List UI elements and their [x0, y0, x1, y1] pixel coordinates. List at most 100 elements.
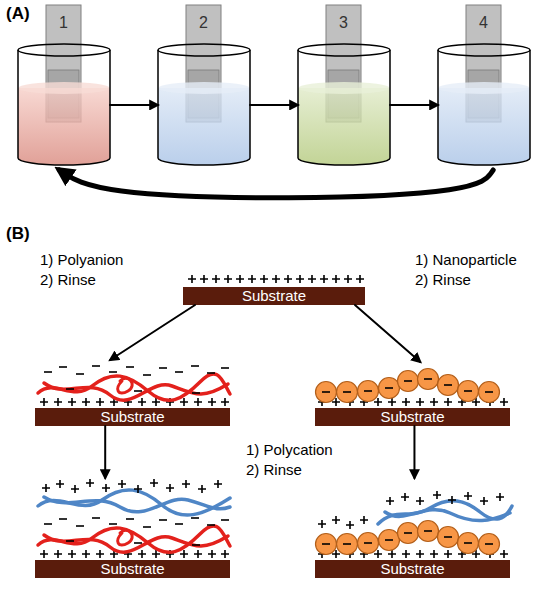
beaker-rim — [438, 44, 530, 56]
liquid — [158, 88, 250, 165]
liquid-surface — [438, 82, 530, 94]
plus-charge — [448, 496, 456, 504]
beaker: 4 — [438, 5, 530, 170]
substrate-slab — [183, 287, 365, 305]
plus-charge — [118, 480, 126, 488]
substrate: Substrate — [35, 478, 230, 578]
beaker-outline — [438, 50, 530, 165]
polycation-chain — [44, 497, 230, 512]
beaker: 3 — [298, 5, 390, 170]
polycation-chain — [385, 510, 510, 521]
substrate-label: Substrate — [183, 287, 365, 305]
beaker-illustration — [18, 5, 110, 165]
beaker-number: 4 — [466, 13, 501, 33]
substrate-slab — [35, 560, 230, 578]
plus-charge — [86, 479, 94, 487]
plus-charge — [401, 493, 409, 501]
plus-charge — [236, 275, 244, 283]
beaker-rim — [18, 44, 110, 56]
plus-charge — [248, 275, 256, 283]
liquid — [298, 88, 390, 165]
substrate-slab — [315, 560, 510, 578]
polycation-chain — [378, 501, 512, 524]
substrate-label: Substrate — [35, 560, 230, 578]
beaker: 1 — [18, 5, 110, 170]
panel-label: (A) — [6, 4, 46, 24]
plus-charge — [102, 484, 110, 492]
plus-charge — [332, 516, 340, 524]
plus-charge — [320, 275, 328, 283]
plus-charge — [464, 492, 472, 500]
plus-charge — [344, 275, 352, 283]
beaker-illustration — [298, 5, 390, 165]
substrate-slab — [35, 408, 230, 426]
liquid-surface — [298, 82, 390, 94]
plus-charge — [308, 275, 316, 283]
liquid — [18, 88, 110, 165]
plus-charge — [188, 275, 196, 283]
beaker-outline — [298, 50, 390, 165]
polyanion-layer — [38, 518, 230, 558]
plus-charge — [260, 275, 268, 283]
plus-charge — [360, 516, 368, 524]
surface-charges — [188, 275, 364, 283]
plus-charge — [496, 493, 504, 501]
plus-charge — [332, 275, 340, 283]
plus-charge — [318, 520, 326, 528]
liquid-surface — [158, 82, 250, 94]
substrate-label: Substrate — [35, 408, 230, 426]
plus-charge — [71, 485, 79, 493]
step-label: 1) Nanoparticle 2) Rinse — [415, 250, 525, 290]
beaker-rim — [298, 44, 390, 56]
plus-charge — [166, 484, 174, 492]
plus-charge — [346, 521, 354, 529]
process-arrow — [110, 104, 158, 106]
plus-charge — [200, 275, 208, 283]
panel-label: (B) — [6, 224, 46, 244]
liquid-surface — [18, 82, 110, 94]
plus-charge — [150, 479, 158, 487]
step-label: 1) Polycation 2) Rinse — [246, 440, 341, 480]
connectors — [59, 105, 493, 478]
plus-charge — [134, 485, 142, 493]
cycle-arrow — [59, 170, 493, 198]
process-arrow — [355, 305, 420, 362]
substrate: Substrate — [315, 478, 510, 578]
process-arrow — [390, 104, 438, 106]
plus-charge — [284, 275, 292, 283]
process-arrow — [250, 104, 298, 106]
beaker-outline — [158, 50, 250, 165]
plus-charge — [42, 484, 50, 492]
beaker-illustration — [158, 5, 250, 165]
beaker-number: 2 — [186, 13, 221, 33]
beaker-rim — [158, 44, 250, 56]
polycation-layer — [38, 479, 230, 515]
process-arrow — [413, 426, 415, 478]
beaker-outline — [18, 50, 110, 165]
substrate-label: Substrate — [315, 408, 510, 426]
plus-charge — [296, 275, 304, 283]
polycation-chain — [38, 490, 230, 515]
plus-charge — [386, 497, 394, 505]
polyanion-layer — [38, 366, 230, 406]
beaker: 2 — [158, 5, 250, 170]
substrate: Substrate — [315, 362, 510, 426]
step-label: 1) Polyanion 2) Rinse — [40, 250, 132, 290]
beaker-illustration — [438, 5, 530, 165]
beaker-number: 3 — [326, 13, 361, 33]
plus-charge — [356, 275, 364, 283]
plus-charge — [198, 485, 206, 493]
plus-charge — [480, 497, 488, 505]
substrate-slab — [315, 408, 510, 426]
plus-charge — [433, 491, 441, 499]
liquid — [438, 88, 530, 165]
substrate: Substrate — [183, 272, 365, 305]
plus-charge — [212, 275, 220, 283]
process-arrow — [110, 305, 195, 360]
polycation-layer — [318, 491, 512, 529]
plus-charge — [56, 480, 64, 488]
plus-charge — [224, 275, 232, 283]
substrate-label: Substrate — [315, 560, 510, 578]
